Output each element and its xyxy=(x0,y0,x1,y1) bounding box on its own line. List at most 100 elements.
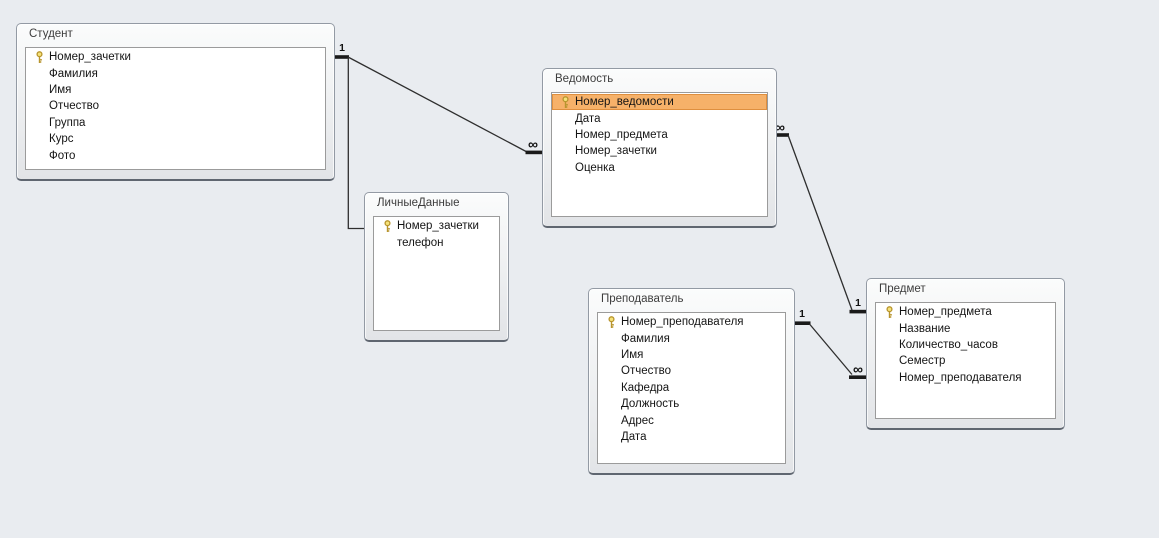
relationship-student-statement[interactable] xyxy=(333,55,543,155)
field-name: Номер_ведомости xyxy=(575,96,674,109)
field-row[interactable]: Фамилия xyxy=(26,65,325,81)
relationship-statement-subject[interactable] xyxy=(775,133,867,314)
field-row[interactable]: Отчество xyxy=(26,98,325,114)
cardinality-bar[interactable] xyxy=(849,309,867,314)
field-name: Фото xyxy=(49,149,76,162)
relationship-line[interactable] xyxy=(787,134,853,311)
field-row[interactable]: Номер_предмета xyxy=(552,127,767,143)
field-row[interactable]: Семестр xyxy=(876,353,1055,369)
field-name: Имя xyxy=(49,83,72,96)
field-name: Номер_предмета xyxy=(899,306,992,319)
field-row[interactable]: Должность xyxy=(598,396,785,412)
field-name: телефон xyxy=(397,236,444,249)
relationship-line[interactable] xyxy=(809,323,853,375)
field-list: Номер_зачетки телефон xyxy=(373,216,500,331)
field-row[interactable]: Название xyxy=(876,320,1055,336)
field-name: Количество_часов xyxy=(899,338,998,351)
table-title[interactable]: Студент xyxy=(29,28,73,40)
field-row[interactable]: Имя xyxy=(598,347,785,363)
field-name: Отчество xyxy=(621,365,671,378)
table-title[interactable]: Преподаватель xyxy=(601,293,684,305)
cardinality-bar[interactable] xyxy=(793,321,811,325)
field-row[interactable]: Номер_преподавателя xyxy=(598,314,785,330)
table-title[interactable]: ЛичныеДанные xyxy=(377,197,460,209)
field-list: Номер_зачетки Фамилия Имя Отчество Групп… xyxy=(25,47,326,170)
key-spacer xyxy=(885,322,899,335)
field-row[interactable]: Номер_преподавателя xyxy=(876,370,1055,386)
table-teacher[interactable]: Преподаватель Номер_преподавателя Фамили… xyxy=(588,288,795,475)
cardinality-label: 1 xyxy=(855,297,861,309)
field-row[interactable]: Номер_зачетки xyxy=(552,143,767,159)
field-row[interactable]: Номер_зачетки xyxy=(374,218,499,234)
field-name: Номер_предмета xyxy=(575,128,668,141)
relationship-teacher-subject[interactable] xyxy=(793,321,867,379)
field-row[interactable]: Дата xyxy=(598,429,785,445)
table-subject[interactable]: Предмет Номер_предмета Название Количест… xyxy=(866,278,1065,430)
key-spacer xyxy=(885,338,899,351)
field-name: Отчество xyxy=(49,100,99,113)
key-spacer xyxy=(561,112,575,125)
field-name: Адрес xyxy=(621,414,654,427)
key-spacer xyxy=(607,430,621,443)
field-name: Дата xyxy=(621,430,647,443)
field-row[interactable]: Оценка xyxy=(552,160,767,176)
table-student[interactable]: Студент Номер_зачетки Фамилия Имя Отчест… xyxy=(16,23,335,181)
field-row[interactable]: Фамилия xyxy=(598,330,785,346)
field-row[interactable]: Адрес xyxy=(598,412,785,428)
field-row[interactable]: Количество_часов xyxy=(876,337,1055,353)
field-row[interactable]: Кафедра xyxy=(598,380,785,396)
field-name: Название xyxy=(899,322,951,335)
table-statement[interactable]: Ведомость Номер_ведомости Дата Номер_пре… xyxy=(542,68,777,228)
field-row[interactable]: Номер_зачетки xyxy=(26,49,325,65)
field-row[interactable]: телефон xyxy=(374,234,499,250)
field-name: Оценка xyxy=(575,161,615,174)
relationship-line[interactable] xyxy=(347,57,364,230)
field-name: Номер_преподавателя xyxy=(621,316,744,329)
key-spacer xyxy=(561,161,575,174)
relationship-student-personal[interactable] xyxy=(347,57,364,230)
table-title[interactable]: Предмет xyxy=(879,283,926,295)
key-spacer xyxy=(607,381,621,394)
key-spacer xyxy=(607,365,621,378)
cardinality-label: 1 xyxy=(339,42,345,54)
field-row[interactable]: Курс xyxy=(26,131,325,147)
primary-key-icon xyxy=(35,50,49,64)
field-name: Семестр xyxy=(899,355,946,368)
primary-key-icon xyxy=(607,315,621,329)
key-spacer xyxy=(35,67,49,80)
field-name: Номер_преподавателя xyxy=(899,371,1022,384)
cardinality-bar[interactable] xyxy=(525,150,543,155)
cardinality-label: ∞ xyxy=(775,119,785,135)
field-name: Номер_зачетки xyxy=(397,220,479,233)
table-title[interactable]: Ведомость xyxy=(555,73,614,85)
field-name: Кафедра xyxy=(621,381,670,394)
field-row-selected[interactable]: Номер_ведомости xyxy=(552,94,767,111)
key-spacer xyxy=(607,414,621,427)
relationship-line[interactable] xyxy=(347,56,528,153)
cardinality-bar[interactable] xyxy=(849,375,867,379)
field-list: Номер_ведомости Дата Номер_предмета Номе… xyxy=(551,92,768,217)
field-row[interactable]: Отчество xyxy=(598,363,785,379)
cardinality-bar[interactable] xyxy=(333,55,349,59)
key-spacer xyxy=(35,116,49,129)
field-row[interactable]: Номер_предмета xyxy=(876,304,1055,320)
field-row[interactable]: Имя xyxy=(26,82,325,98)
key-spacer xyxy=(885,355,899,368)
key-spacer xyxy=(35,100,49,113)
cardinality-label: ∞ xyxy=(853,361,863,377)
field-name: Группа xyxy=(49,116,86,129)
field-row[interactable]: Группа xyxy=(26,115,325,131)
key-spacer xyxy=(607,348,621,361)
key-spacer xyxy=(35,149,49,162)
key-spacer xyxy=(561,128,575,141)
cardinality-label: 1 xyxy=(799,308,805,320)
field-name: Имя xyxy=(621,348,644,361)
cardinality-bar[interactable] xyxy=(775,133,789,137)
field-name: Фамилия xyxy=(621,332,670,345)
field-row[interactable]: Фото xyxy=(26,147,325,163)
table-personal[interactable]: ЛичныеДанные Номер_зачетки телефон xyxy=(364,192,509,342)
field-row[interactable]: Дата xyxy=(552,110,767,126)
cardinality-label: ∞ xyxy=(528,136,538,152)
